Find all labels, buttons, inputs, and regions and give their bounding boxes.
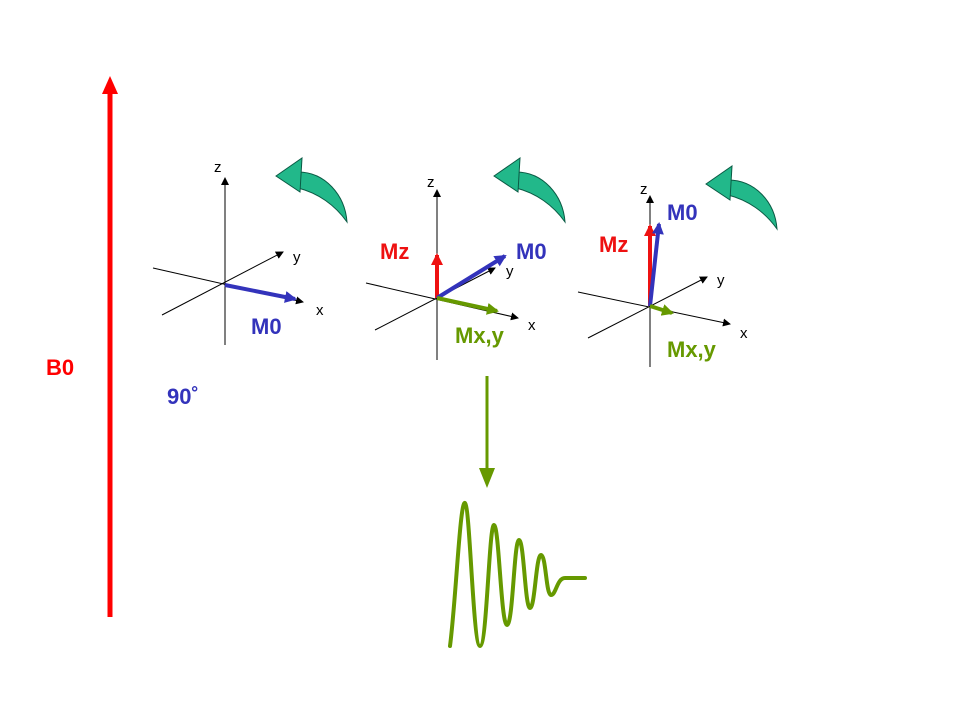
rotation-arrow-icon: [275, 157, 348, 224]
rotation-arrow-icon: [493, 157, 566, 224]
fid-signal-icon: [448, 500, 587, 648]
panel-3-y-label: y: [717, 272, 725, 289]
panel-3-z-label: z: [640, 181, 648, 198]
panel-2-y-label: y: [506, 263, 514, 280]
panel-2-mxy-label: Mx,y: [455, 323, 505, 348]
panel-2-mz-label: Mz: [380, 239, 409, 264]
panel-3-mz-label: Mz: [599, 232, 628, 257]
panel-3-m0-vector: [648, 222, 664, 307]
panel-3: z y x Mz M0 Mx,y: [577, 165, 778, 367]
rotation-arrow-icon: [705, 165, 778, 231]
panel-1-m0-label: M0: [251, 314, 282, 339]
panel-3-mxy-label: Mx,y: [667, 337, 717, 362]
panel-3-m0-label: M0: [667, 200, 698, 225]
panel-2-x-label: x: [528, 317, 536, 334]
panel-1-x-label: x: [316, 302, 324, 319]
panel-3-mxy-vector: [649, 304, 674, 316]
flip-angle-label: 90˚: [167, 384, 199, 409]
panel-1-z-label: z: [214, 159, 222, 176]
panel-2-m0-label: M0: [516, 239, 547, 264]
panel-2-z-label: z: [427, 174, 435, 191]
panel-2-m0-vector: [435, 254, 507, 300]
panel-1-y-label: y: [293, 249, 301, 266]
b0-label: B0: [46, 355, 74, 380]
panel-3-x-label: x: [740, 325, 748, 342]
signal-down-arrow: [479, 376, 495, 488]
panel-1-m0-vector: [224, 283, 297, 303]
panel-2: z y x Mz M0 Mx,y: [365, 157, 566, 360]
panel-1: z y x M0: [152, 157, 348, 345]
panel-2-mxy-vector: [436, 296, 499, 315]
